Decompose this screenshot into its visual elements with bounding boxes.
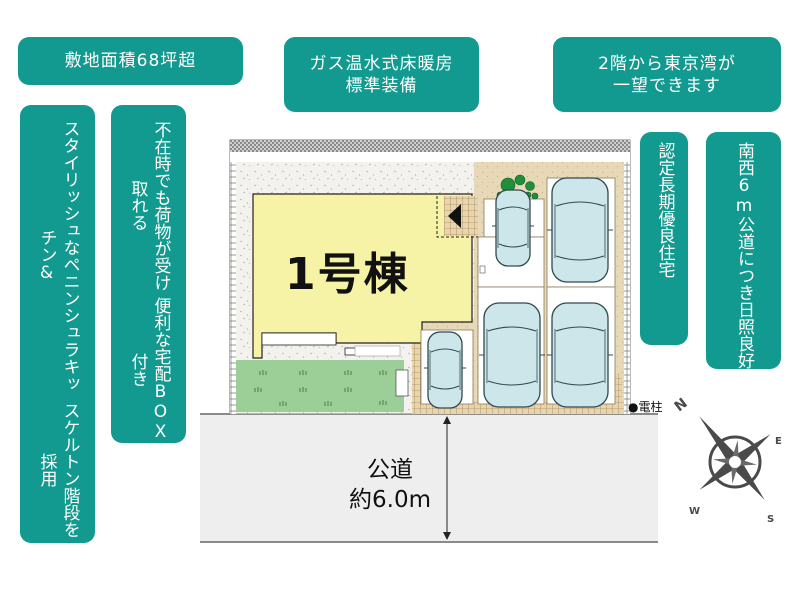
- badge-floor-heating: ガス温水式床暖房 標準装備: [284, 37, 479, 112]
- entrance-arrow-icon: [448, 204, 461, 228]
- badge-delivery-box: 不在時でも荷物が受け取れる 便利な宅配BOX付き: [111, 105, 186, 443]
- badge-kitchen: スタイリッシュなペニンシュラキッチン& スケルトン階段を採用: [20, 105, 95, 543]
- lawn: [236, 360, 409, 412]
- svg-text:E: E: [775, 436, 782, 447]
- svg-text:S: S: [767, 514, 774, 525]
- badge-text: ガス温水式床暖房: [309, 53, 454, 74]
- svg-text:W: W: [689, 506, 700, 517]
- building-label: 1号棟: [285, 249, 410, 300]
- badge-text: 標準装備: [345, 75, 418, 96]
- car-3: [423, 331, 467, 409]
- badge-text: 敷地面積68坪超: [64, 51, 197, 71]
- badge-text: 便利な宅配BOX付き: [127, 297, 171, 443]
- car-2: [546, 177, 614, 283]
- public-road: [200, 413, 658, 543]
- badge-site-area: 敷地面積68坪超: [18, 37, 243, 85]
- building-1: [252, 193, 478, 359]
- badge-bay-view: 2階から東京湾が 一望できます: [553, 37, 781, 112]
- compass-icon: N E S W: [672, 395, 782, 525]
- badge-text: 2階から東京湾が: [598, 53, 736, 74]
- car-4: [478, 302, 546, 408]
- badge-text: 認定長期優良住宅: [654, 142, 675, 278]
- car-1: [491, 189, 535, 267]
- badge-text: 南西6m公道につき: [734, 142, 754, 301]
- badge-text: スタイリッシュなペニンシュラキッチン&: [36, 119, 80, 392]
- badge-sunlight: 南西6m公道につき 日照良好: [706, 132, 781, 369]
- road-label: 公道 約6.0m: [330, 455, 450, 515]
- road-label-name: 公道: [367, 457, 413, 483]
- badge-text: 日照良好: [734, 301, 754, 369]
- utility-pole-label: ●電柱: [628, 400, 663, 414]
- badge-text: スケルトン階段を採用: [36, 401, 80, 538]
- car-5: [546, 302, 614, 408]
- road-label-width: 約6.0m: [349, 487, 431, 513]
- badge-text: 不在時でも荷物が受け取れる: [127, 120, 171, 291]
- badge-text: 一望できます: [613, 75, 721, 96]
- svg-text:N: N: [672, 395, 691, 415]
- badge-certified: 認定長期優良住宅: [640, 132, 688, 345]
